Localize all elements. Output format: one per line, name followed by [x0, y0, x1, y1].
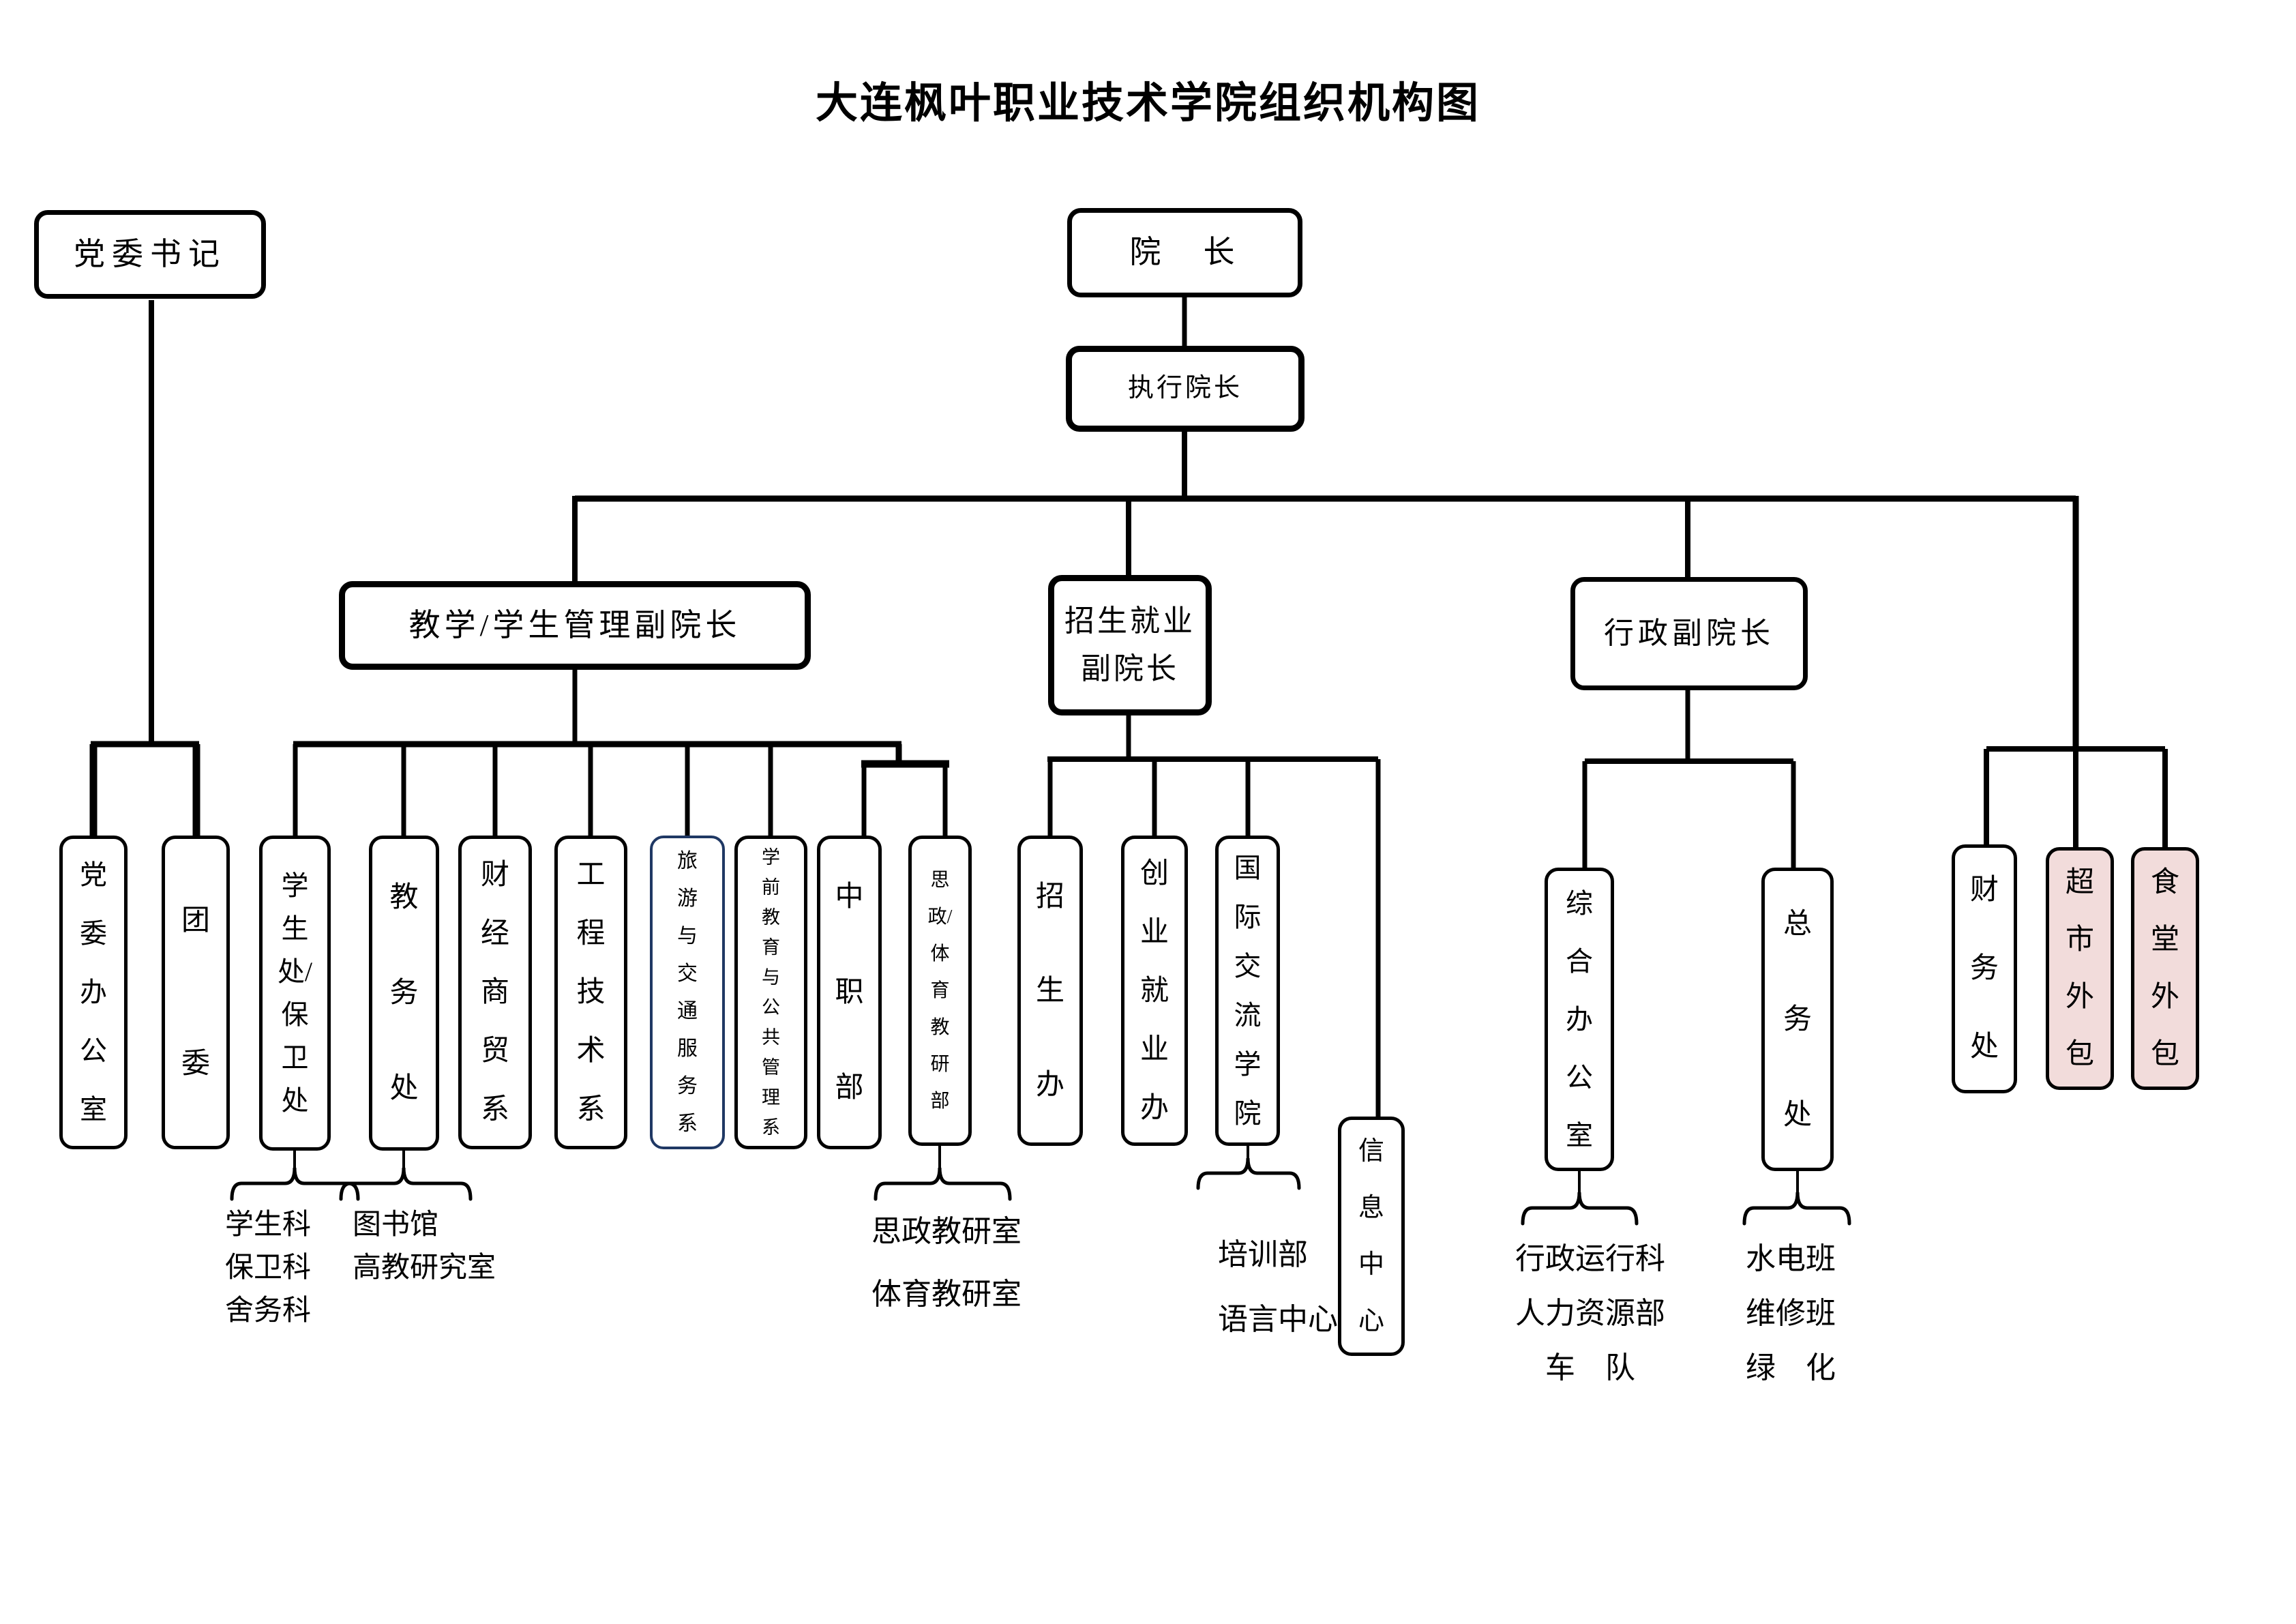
brace-intl-exchange — [1196, 1157, 1301, 1190]
node-vp-admin: 行政副院长 — [1570, 577, 1808, 690]
node-label: 财务处 — [1969, 874, 1999, 1063]
node-label: 中职部 — [835, 881, 864, 1104]
node-label: 党委办公室 — [80, 859, 107, 1125]
node-preschool-public-mgmt-dept: 学前教育与公共管理系 — [734, 836, 807, 1149]
node-label: 院 长 — [1129, 235, 1240, 270]
brace-general-affairs — [1742, 1192, 1851, 1226]
node-ideology-pe-dept: 思政/体育教研部 — [908, 836, 972, 1146]
node-label: 综合办公室 — [1566, 888, 1593, 1151]
connector-group-right-branch — [1984, 746, 2168, 847]
node-admissions-office: 招生办 — [1017, 836, 1083, 1146]
node-label: 团委 — [181, 905, 210, 1080]
node-general-office: 综合办公室 — [1545, 868, 1614, 1171]
brace-general-office — [1521, 1192, 1639, 1226]
node-party-office: 党委办公室 — [59, 836, 128, 1149]
node-label: 教务处 — [389, 882, 419, 1104]
node-info-center: 信息中心 — [1338, 1117, 1405, 1356]
annotation-ideology-pe-sub: 思政教研室 体育教研室 — [871, 1215, 1022, 1311]
node-general-affairs-office: 总务处 — [1761, 868, 1834, 1171]
node-label: 旅游与交通服务系 — [677, 850, 698, 1135]
node-label: 教学/学生管理副院长 — [408, 607, 741, 643]
connector-group-admin-branch — [1582, 689, 1796, 868]
node-supermarket-outsourcing: 超市外包 — [2046, 847, 2114, 1090]
node-tourism-transport-dept: 旅游与交通服务系 — [650, 836, 725, 1149]
brace-academic-affairs — [339, 1167, 473, 1201]
annotation-general-affairs-sub: 水电班 维修班 绿 化 — [1746, 1242, 1836, 1385]
node-label: 学生处/保卫处 — [277, 870, 313, 1116]
node-engineering-tech-dept: 工程技术系 — [554, 836, 627, 1149]
node-label: 思政/体育教研部 — [927, 869, 953, 1112]
annotation-academic-affairs-sub: 图书馆 高教研究室 — [353, 1209, 496, 1284]
node-label: 工程技术系 — [576, 859, 606, 1125]
node-finance-commerce-dept: 财经商贸系 — [458, 836, 532, 1149]
brace-ideology-pe — [874, 1167, 1012, 1201]
node-executive-president: 执行院长 — [1066, 346, 1304, 432]
node-finance-office: 财务处 — [1952, 844, 2017, 1093]
connector-group-brace-stubs — [293, 1146, 1799, 1194]
node-label: 行政副院长 — [1604, 617, 1774, 651]
node-label: 党委书记 — [74, 236, 226, 271]
page-title: 大连枫叶职业技术学院组织机构图 — [815, 80, 1480, 127]
connector-group-teaching-branch — [293, 668, 949, 836]
annotation-intl-exchange-sub: 培训部 语言中心 — [1218, 1238, 1338, 1336]
node-vp-admission-employment: 招生就业 副院长 — [1048, 575, 1212, 715]
node-label: 信息中心 — [1358, 1136, 1384, 1335]
node-student-security-office: 学生处/保卫处 — [259, 836, 331, 1151]
node-canteen-outsourcing: 食堂外包 — [2131, 847, 2199, 1090]
brace-student-security — [230, 1167, 360, 1201]
node-label: 创业就业办 — [1139, 857, 1169, 1124]
node-label: 超市外包 — [2065, 867, 2094, 1070]
annotation-student-security-sub: 学生科 保卫科 舍务科 — [225, 1209, 312, 1327]
annotation-general-office-sub: 行政运行科 人力资源部 车 队 — [1515, 1242, 1665, 1385]
node-president: 院 长 — [1067, 208, 1302, 297]
node-party-secretary: 党委书记 — [34, 210, 266, 299]
node-label: 食堂外包 — [2150, 867, 2179, 1070]
node-academic-affairs-office: 教务处 — [369, 836, 439, 1151]
connector-group-braces — [230, 1157, 1851, 1226]
node-label: 招生办 — [1035, 881, 1064, 1101]
node-label: 学前教育与公共管理系 — [762, 847, 780, 1138]
node-label: 财经商贸系 — [480, 859, 509, 1125]
connector-group-admission-branch — [1047, 714, 1381, 1117]
node-label: 国际交流学院 — [1234, 852, 1262, 1129]
node-label: 执行院长 — [1127, 374, 1242, 403]
connector-group-roots — [89, 297, 2079, 836]
node-vp-teaching-student: 教学/学生管理副院长 — [339, 581, 811, 670]
node-entrepreneurship-office: 创业就业办 — [1121, 836, 1188, 1146]
node-label: 招生就业 副院长 — [1064, 604, 1195, 685]
node-label: 总务处 — [1783, 908, 1812, 1131]
node-secondary-vocational-dept: 中职部 — [817, 836, 882, 1149]
node-intl-exchange-college: 国际交流学院 — [1215, 836, 1280, 1146]
node-youth-league: 团委 — [162, 836, 230, 1149]
